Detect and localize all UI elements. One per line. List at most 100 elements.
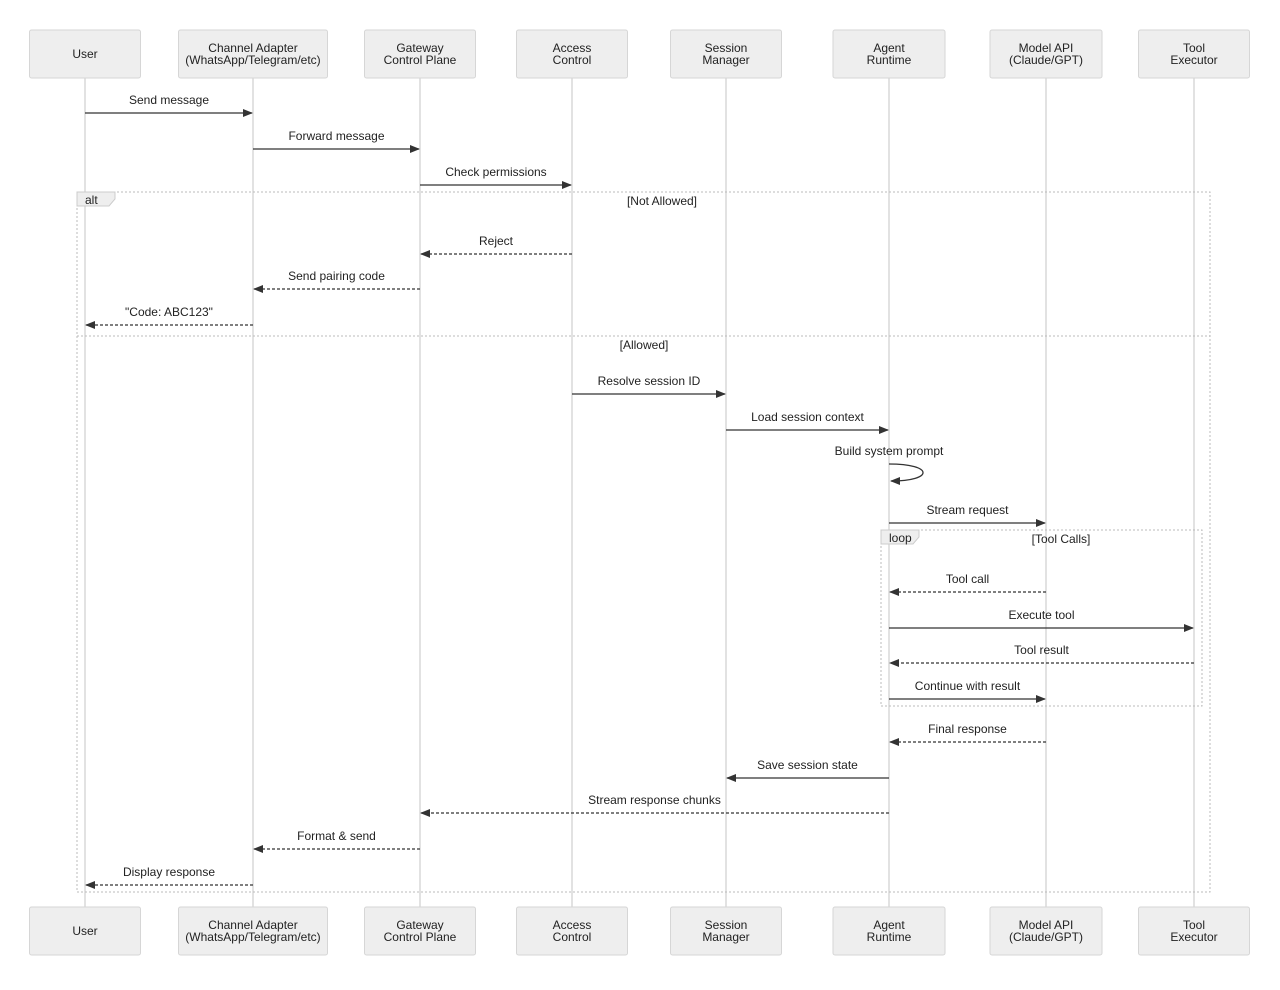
participant-rect xyxy=(670,29,782,79)
message: Continue with result xyxy=(889,679,1046,703)
fragment-border xyxy=(880,529,1203,707)
message: Build system prompt xyxy=(835,444,944,485)
message-label: Continue with result xyxy=(915,679,1021,693)
participant-label: Channel Adapter xyxy=(208,918,297,932)
alt-condition-not-allowed: [Not Allowed] xyxy=(627,194,697,208)
message: Execute tool xyxy=(889,608,1194,632)
participant-label: Gateway xyxy=(396,41,443,55)
participant-box-top: Model API(Claude/GPT) xyxy=(989,29,1103,79)
participant-rect xyxy=(29,906,141,956)
participant-label: Control xyxy=(553,930,592,944)
fragment-border xyxy=(76,191,1211,893)
fragment-tab xyxy=(76,191,116,207)
loop-fragment: loop[Tool Calls] xyxy=(880,529,1203,707)
fragment-tab xyxy=(880,529,920,545)
participant-rect xyxy=(1138,29,1250,79)
message: Send pairing code xyxy=(253,269,420,293)
participant-label: (WhatsApp/Telegram/etc) xyxy=(185,930,320,944)
message-label: Execute tool xyxy=(1008,608,1074,622)
message: Format & send xyxy=(253,829,420,853)
message: Tool result xyxy=(889,643,1194,667)
participant-rect xyxy=(832,29,946,79)
participant-label: Tool xyxy=(1183,41,1205,55)
message: Tool call xyxy=(889,572,1046,596)
message-label: Tool result xyxy=(1014,643,1069,657)
participant-box-top: User xyxy=(29,29,141,79)
participant-label: Session xyxy=(705,918,748,932)
message-label: Resolve session ID xyxy=(598,374,701,388)
message: Display response xyxy=(85,865,253,889)
message: "Code: ABC123" xyxy=(85,305,253,329)
participant-label: Manager xyxy=(702,53,749,67)
message-label: Load session context xyxy=(751,410,864,424)
participant-label: (Claude/GPT) xyxy=(1009,930,1083,944)
participant-label: Access xyxy=(553,918,592,932)
participant-label: Executor xyxy=(1170,53,1217,67)
participant-label: Executor xyxy=(1170,930,1217,944)
participant-box-top: Channel Adapter(WhatsApp/Telegram/etc) xyxy=(178,29,328,79)
message-label: Format & send xyxy=(297,829,376,843)
participant-rect xyxy=(364,29,476,79)
participant-label: Manager xyxy=(702,930,749,944)
message-label: Save session state xyxy=(757,758,858,772)
message-label: Display response xyxy=(123,865,215,879)
message: Save session state xyxy=(726,758,889,782)
message-label: Stream request xyxy=(926,503,1009,517)
fragment-keyword: loop xyxy=(889,531,912,545)
message-label: Send pairing code xyxy=(288,269,385,283)
alt-condition-allowed: [Allowed] xyxy=(620,338,669,352)
participant-box-bottom: User xyxy=(29,906,141,956)
participant-rect xyxy=(178,29,328,79)
message: Forward message xyxy=(253,129,420,153)
participant-label: Channel Adapter xyxy=(208,41,297,55)
alt-fragment: alt [Not Allowed] [Allowed] xyxy=(76,191,1211,893)
message-label: "Code: ABC123" xyxy=(125,305,213,319)
participant-label: Control Plane xyxy=(384,930,457,944)
message: Check permissions xyxy=(420,165,572,189)
participant-label: (Claude/GPT) xyxy=(1009,53,1083,67)
message-label: Reject xyxy=(479,234,514,248)
message: Resolve session ID xyxy=(572,374,726,398)
participant-rect xyxy=(516,906,628,956)
participant-label: Access xyxy=(553,41,592,55)
message-label: Forward message xyxy=(288,129,384,143)
message: Final response xyxy=(889,722,1046,746)
message: Reject xyxy=(420,234,572,258)
message: Send message xyxy=(85,93,253,117)
self-message-arrow xyxy=(888,463,924,485)
participant-rect xyxy=(989,29,1103,79)
participant-box-bottom: Channel Adapter(WhatsApp/Telegram/etc) xyxy=(178,906,328,956)
message: Stream request xyxy=(889,503,1046,527)
participant-label: Control xyxy=(553,53,592,67)
message: Stream response chunks xyxy=(420,793,889,817)
fragment-keyword: alt xyxy=(85,193,98,207)
participant-rect xyxy=(832,906,946,956)
participant-label: (WhatsApp/Telegram/etc) xyxy=(185,53,320,67)
message: Load session context xyxy=(726,410,889,434)
message-label: Final response xyxy=(928,722,1007,736)
participant-label: Control Plane xyxy=(384,53,457,67)
participant-label: Model API xyxy=(1019,41,1074,55)
message-label: Send message xyxy=(129,93,209,107)
participant-label: Runtime xyxy=(867,930,912,944)
participant-label: User xyxy=(72,924,97,938)
participant-label: Agent xyxy=(873,41,905,55)
message-label: Build system prompt xyxy=(835,444,944,458)
participant-rect xyxy=(29,29,141,79)
participant-label: Tool xyxy=(1183,918,1205,932)
message-label: Stream response chunks xyxy=(588,793,721,807)
message-label: Tool call xyxy=(946,572,989,586)
participant-rect xyxy=(516,29,628,79)
participant-label: Session xyxy=(705,41,748,55)
participant-rect xyxy=(1138,906,1250,956)
participant-box-bottom: Model API(Claude/GPT) xyxy=(989,906,1103,956)
